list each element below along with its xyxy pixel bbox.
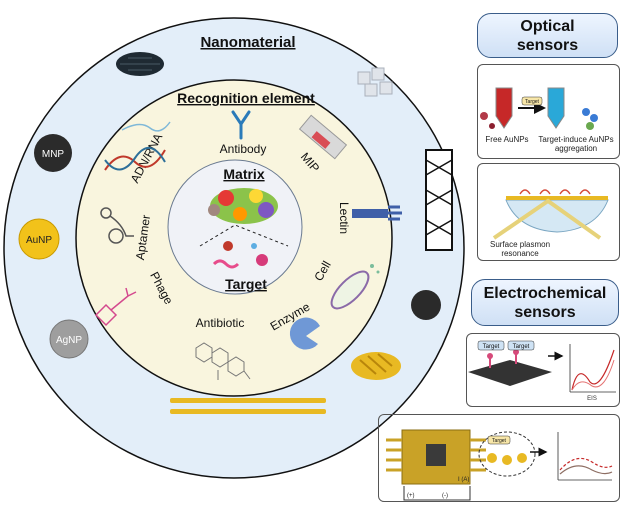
- cell-icon: [330, 264, 380, 310]
- enzyme-icon: [289, 317, 320, 350]
- current-label: I (A): [458, 477, 469, 483]
- antibody-label: Antibody: [220, 142, 267, 156]
- gold-disc-icon: [351, 352, 401, 380]
- spr-prism-icon: [492, 189, 609, 240]
- optical-title-line-2: sensors: [516, 37, 579, 54]
- phage-icon: [94, 287, 137, 327]
- electro-title-line-2: sensors: [514, 304, 576, 321]
- mip-icon: [298, 114, 348, 160]
- free-aunps-tube-icon: [480, 87, 513, 129]
- nanomaterial-title: Nanomaterial: [200, 34, 295, 51]
- spr-caption: Surface plasmon resonance: [480, 240, 560, 258]
- recognition-title: Recognition element: [177, 90, 315, 106]
- optical-title-line-1: Optical: [520, 18, 575, 35]
- target-induce-caption: Target-induce AuNPs aggregation: [538, 135, 614, 153]
- target-molecules-icon: [212, 241, 268, 269]
- porous-nanoparticle-icon: [411, 290, 441, 320]
- nanocube-icon: [357, 67, 393, 97]
- agnp-label: AgNP: [56, 335, 82, 346]
- target-tag-a: [477, 340, 505, 351]
- agnp-sphere: [49, 319, 89, 359]
- eis-plot: [569, 344, 616, 393]
- dna-icon: [104, 147, 166, 171]
- electrochemical-sensors-title: Electrochemical sensors: [471, 279, 619, 326]
- aptamer-icon: [100, 207, 134, 244]
- target-tag-b: [507, 340, 535, 351]
- target-tag-b-text: Target: [513, 344, 530, 350]
- spr-box: [477, 163, 620, 261]
- optical-aunp-box: [477, 64, 620, 159]
- antibiotic-molecule-icon: [195, 342, 251, 380]
- aunp-sphere: [18, 218, 60, 260]
- gold-nanowires-icon: [170, 398, 326, 414]
- eis-electrode-icon: [468, 349, 552, 386]
- mnp-sphere: [34, 134, 72, 172]
- aggregation-tube-icon: [547, 87, 598, 130]
- dashed-divider: [199, 224, 289, 247]
- matrix-label: Matrix: [223, 166, 264, 182]
- dpv-plot: [557, 432, 613, 481]
- sensing-spheres-icon: [487, 453, 527, 465]
- target-tag-c-text: Target: [492, 438, 507, 444]
- minus-label: (-): [442, 493, 448, 499]
- target-label: Target: [225, 276, 267, 292]
- electro-title-line-1: Electrochemical: [483, 285, 607, 302]
- eis-box: [466, 333, 620, 407]
- eis-label: EIS: [587, 396, 597, 402]
- target-tag-a-text: Target: [483, 344, 500, 350]
- aunp-label: AuNP: [26, 235, 52, 246]
- lectin-label: Lectin: [337, 202, 351, 234]
- free-aunps-caption: Free AuNPs: [485, 135, 529, 144]
- antibiotic-label: Antibiotic: [196, 316, 245, 330]
- nanotube-icon: [425, 149, 453, 251]
- lectin-icon: [352, 205, 402, 221]
- food-matrix-icon: [208, 188, 278, 224]
- chip-icon: [386, 429, 486, 485]
- mnp-label: MNP: [42, 149, 65, 160]
- optical-sensors-title: Optical sensors: [477, 13, 618, 58]
- circuit-wire: [403, 486, 471, 501]
- graphene-sheet-icon: [116, 52, 164, 76]
- target-tag-c: [487, 435, 511, 445]
- rna-strand-icon: [121, 121, 171, 132]
- zoom-ellipse: [478, 431, 536, 477]
- target-tag-optical-text: Target: [525, 99, 540, 105]
- spr-caption-line-2: resonance: [501, 249, 539, 258]
- aptamer-label: Aptamer: [133, 214, 153, 261]
- target-tag-optical: [521, 96, 543, 106]
- antibody-icon: [231, 110, 251, 140]
- spr-caption-line-1: Surface plasmon: [489, 240, 551, 249]
- plus-label: (+): [407, 493, 415, 499]
- chip-box: [378, 414, 620, 502]
- center-circle: [167, 159, 303, 295]
